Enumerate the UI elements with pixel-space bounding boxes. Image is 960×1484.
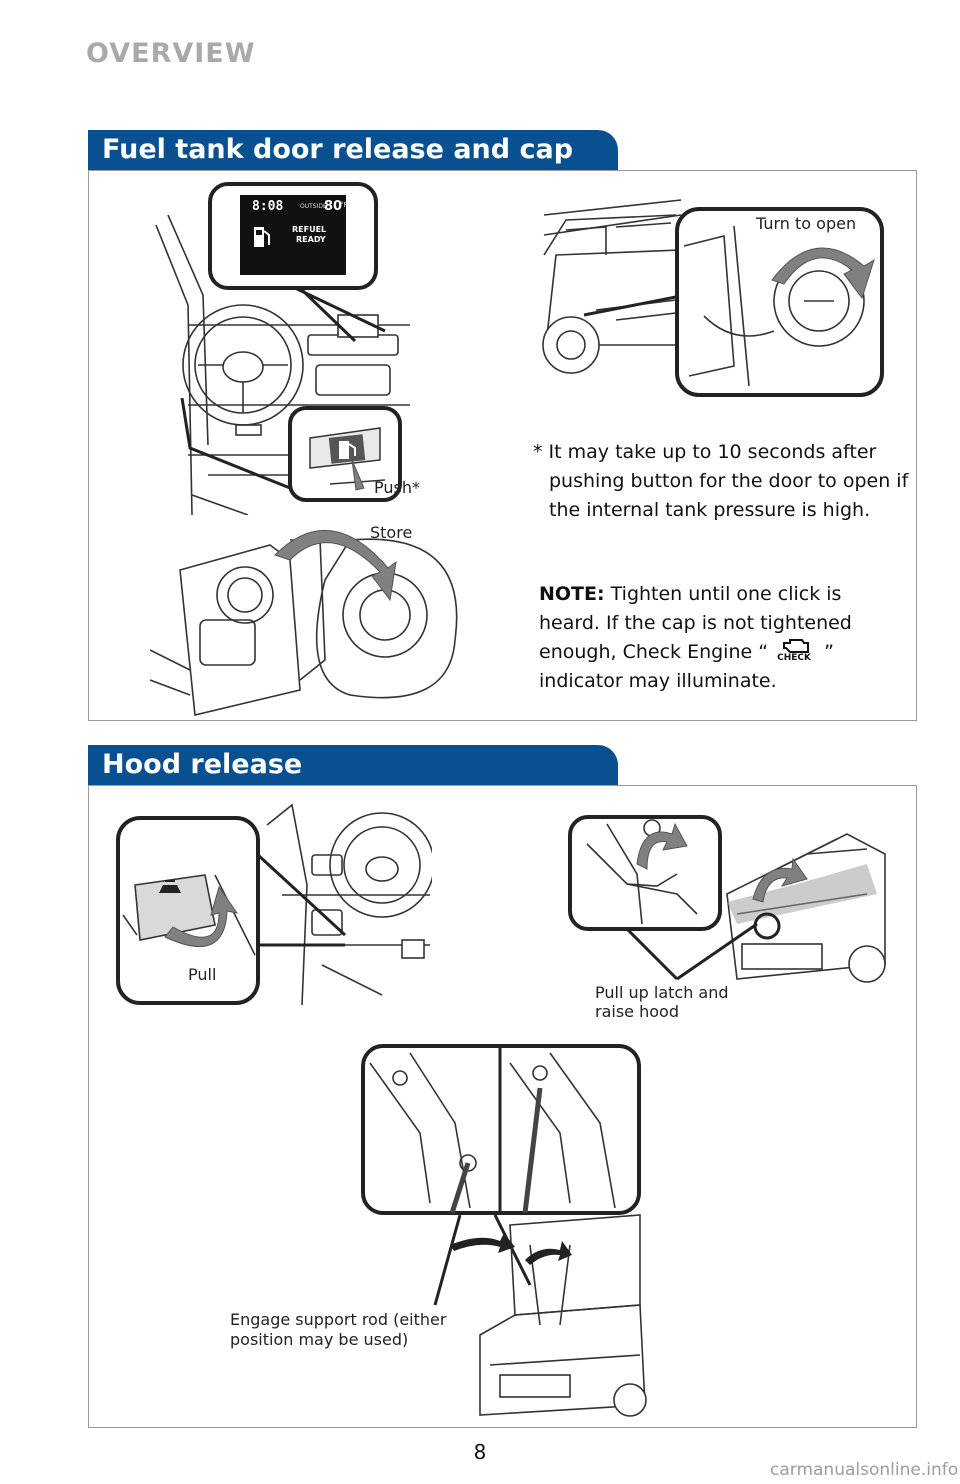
note-label: NOTE: <box>539 583 605 605</box>
display-outside-label: OUTSIDE <box>300 203 327 210</box>
fuel-door-button-icon <box>339 441 356 459</box>
multi-information-display: 8:08 OUTSIDE 80 °F REFUEL READY <box>240 195 348 275</box>
support-rod-label-line2: position may be used) <box>230 1330 409 1349</box>
hood-section-tab: Hood release <box>88 745 618 785</box>
push-label: Push* <box>374 478 420 497</box>
note-paragraph: NOTE: Tighten until one click is heard. … <box>539 580 889 696</box>
fuel-door-button-callout <box>180 398 402 502</box>
display-temp-unit: °F <box>340 201 348 209</box>
turn-to-open-label: Turn to open <box>756 214 857 233</box>
fuel-section-tab: Fuel tank door release and cap <box>88 130 618 170</box>
latch-and-suv-front <box>568 815 886 983</box>
display-time: 8:08 <box>252 199 284 214</box>
page-number: 8 <box>473 1440 487 1464</box>
pull-label: Pull <box>188 965 217 984</box>
support-rod-label: Engage support rod (either position may … <box>230 1310 446 1350</box>
display-refuel-line2: READY <box>296 235 326 244</box>
section-title: OVERVIEW <box>86 38 256 69</box>
store-label: Store <box>370 523 413 542</box>
support-rod-callout <box>361 1044 641 1215</box>
latch-label: Pull up latch and raise hood <box>595 983 729 1021</box>
check-engine-icon: CHECK <box>774 638 818 666</box>
hood-release-icon <box>159 880 181 893</box>
fuel-pump-icon <box>254 227 270 247</box>
hood-release-callout <box>116 816 347 1005</box>
note-text-1: Tighten until one click is heard. If the… <box>539 583 852 663</box>
open-hood-illustration <box>433 1214 647 1417</box>
footnote: * It may take up to 10 seconds after pus… <box>533 441 909 521</box>
watermark: carmanualsonline.info <box>770 1460 959 1480</box>
display-refuel-line1: REFUEL <box>292 225 327 234</box>
display-temp: 80 <box>324 199 343 214</box>
note-text-2: ” indicator may illuminate. <box>539 641 835 692</box>
suv-rear-illustration <box>542 199 686 374</box>
fuel-door-open-illustration <box>150 529 458 716</box>
support-rod-label-line1: Engage support rod (either <box>230 1310 447 1329</box>
latch-label-line1: Pull up latch and <box>595 983 729 1002</box>
fuel-cap-callout <box>675 207 884 397</box>
check-engine-icon-text: CHECK <box>777 652 811 663</box>
latch-label-line2: raise hood <box>595 1002 679 1021</box>
